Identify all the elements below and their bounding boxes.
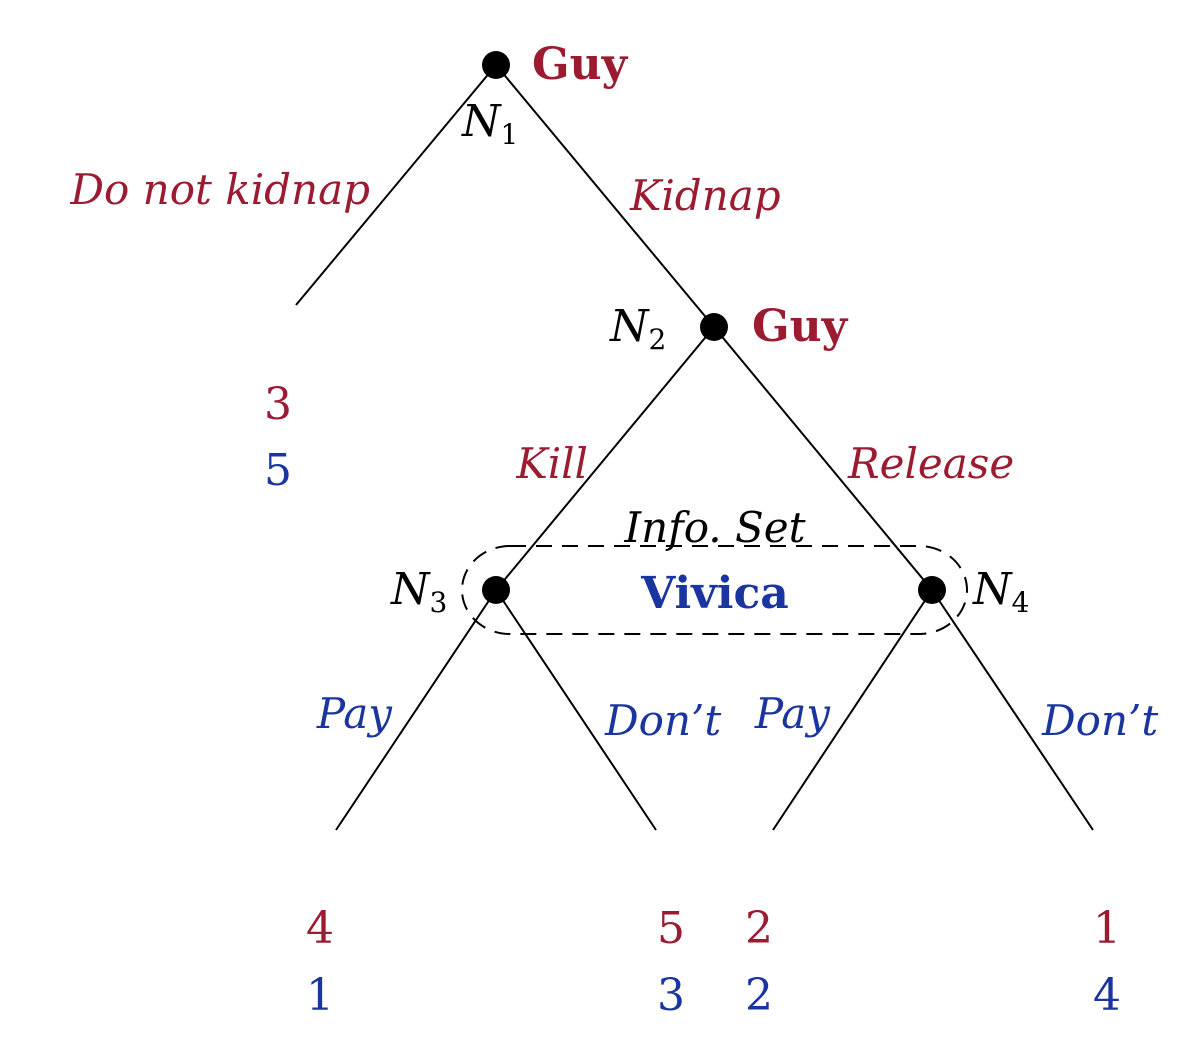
payoff-release-pay-p2: 2	[745, 970, 773, 1021]
info-set-player-label: Vivica	[640, 568, 789, 619]
node-label-n4: N4	[972, 564, 1029, 619]
move-label-do-not-kidnap: Do not kidnap	[69, 165, 370, 214]
move-label-dont-right: Don’t	[1041, 696, 1158, 745]
node-label-n1: N1	[461, 96, 518, 151]
edge-release-pay	[772, 589, 933, 831]
player-label-n2: Guy	[752, 301, 849, 352]
node-n2	[700, 313, 728, 341]
move-label-kill: Kill	[515, 439, 588, 488]
payoff-kill-pay-p1: 4	[306, 903, 334, 954]
node-n3	[482, 576, 510, 604]
move-label-pay-left: Pay	[316, 689, 393, 738]
node-label-n1-subscript: 1	[501, 118, 519, 151]
payoff-no-kidnap-p1: 3	[264, 379, 292, 430]
payoff-no-kidnap-p2: 5	[264, 445, 292, 496]
node-label-n2: N2	[609, 301, 666, 356]
payoff-release-dont-p2: 4	[1093, 970, 1121, 1021]
node-n4	[918, 576, 946, 604]
node-label-n4-subscript: 4	[1012, 586, 1030, 619]
payoff-kill-pay-p2: 1	[306, 970, 334, 1021]
payoff-kill-dont-p2: 3	[657, 970, 685, 1021]
node-label-n2-subscript: 2	[649, 323, 667, 356]
node-n1	[482, 51, 510, 79]
node-label-n1-letter: N	[461, 96, 502, 147]
node-label-n3: N3	[390, 564, 447, 619]
edge-kidnap	[495, 64, 715, 328]
edge-kill-pay	[335, 589, 497, 831]
move-label-kidnap: Kidnap	[629, 171, 781, 220]
edge-kill	[495, 326, 715, 591]
node-label-n2-letter: N	[609, 301, 650, 352]
payoff-release-pay-p1: 2	[745, 903, 773, 954]
node-label-n4-letter: N	[972, 564, 1013, 615]
edge-release	[713, 326, 933, 591]
info-set-title: Info. Set	[624, 503, 806, 552]
payoff-release-dont-p1: 1	[1093, 903, 1121, 954]
edge-do-not-kidnap	[295, 64, 497, 306]
move-label-dont-left: Don’t	[604, 696, 721, 745]
edge-kill-dont	[495, 589, 657, 831]
player-label-n1: Guy	[532, 39, 629, 90]
information-set-boundary	[461, 545, 968, 635]
node-label-n3-subscript: 3	[430, 586, 448, 619]
node-label-n3-letter: N	[390, 564, 431, 615]
edge-release-dont	[931, 589, 1094, 831]
move-label-release: Release	[847, 439, 1014, 488]
move-label-pay-right: Pay	[754, 689, 831, 738]
payoff-kill-dont-p1: 5	[657, 903, 685, 954]
